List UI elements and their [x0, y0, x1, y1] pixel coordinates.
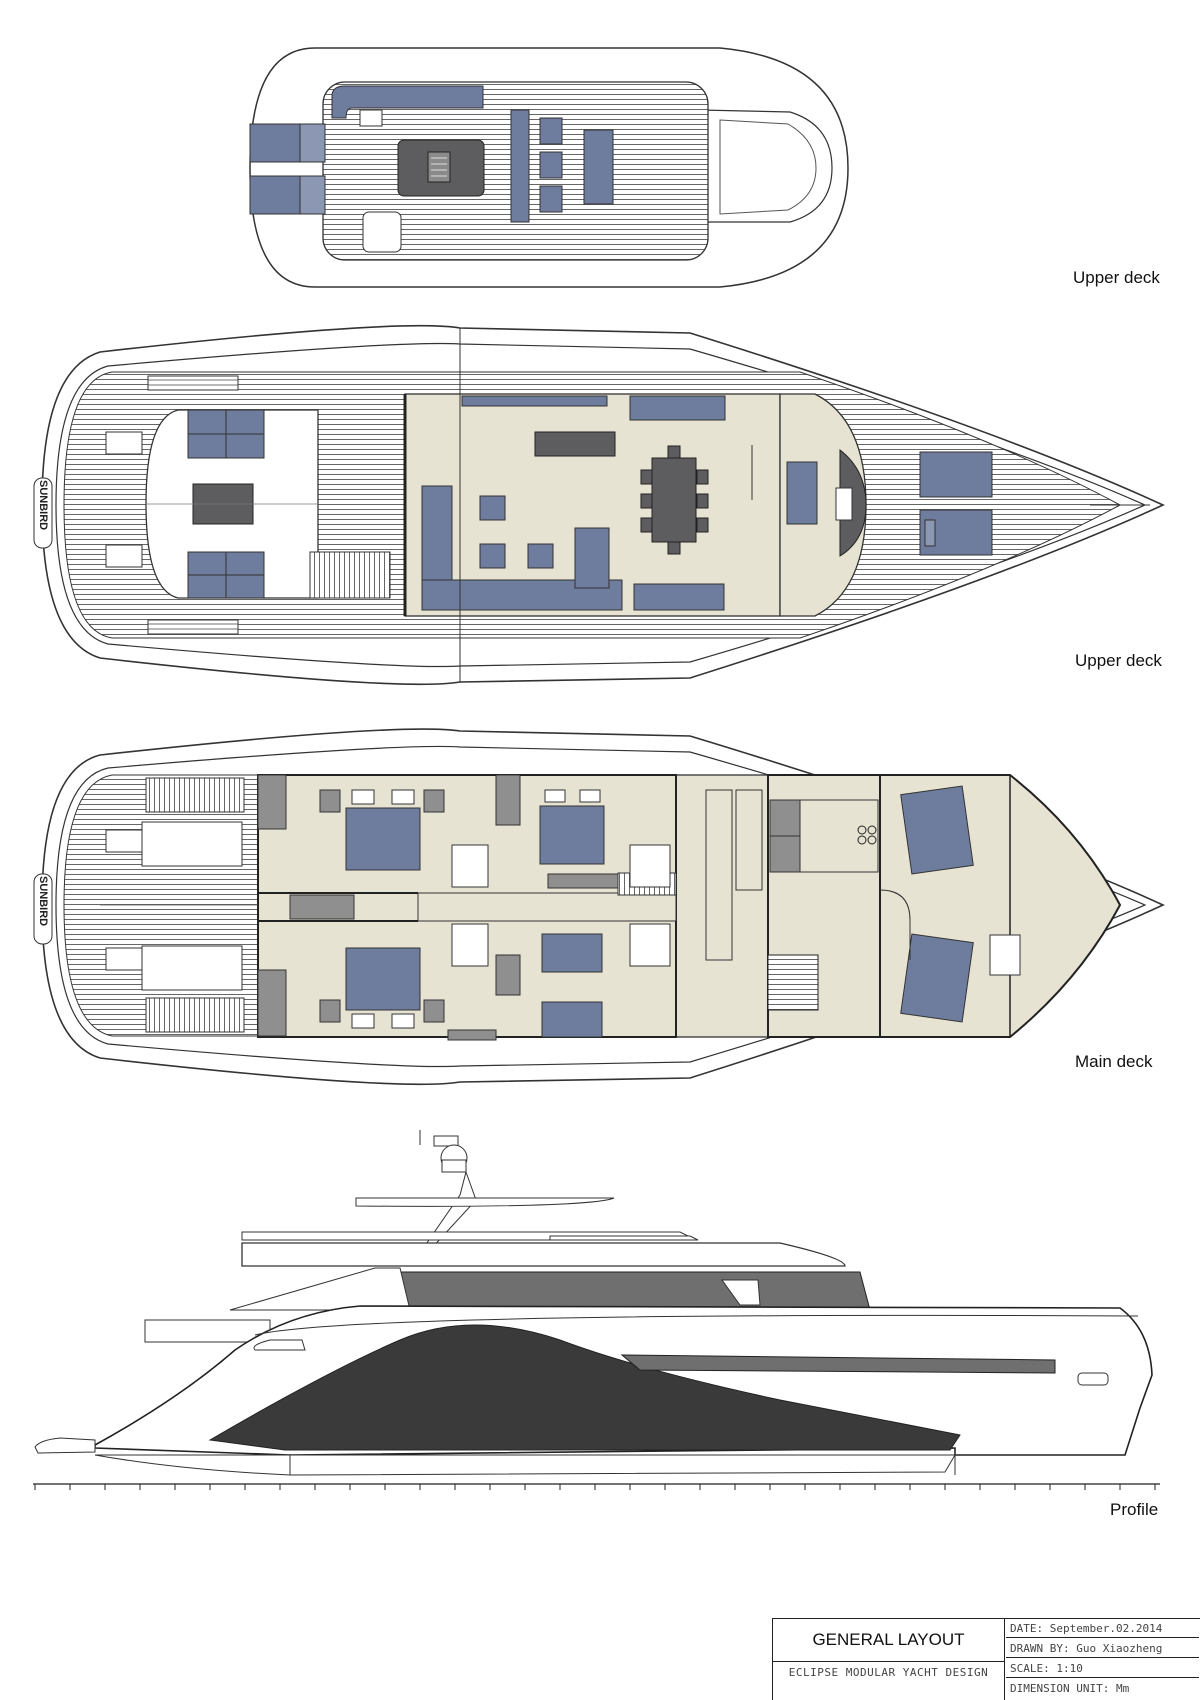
profile-elevation — [33, 1130, 1160, 1490]
crew-galley-area — [675, 774, 769, 1038]
drawn-by-field: DRAWN BY: Guo Xiaozheng — [1006, 1639, 1199, 1658]
project-name: ECLIPSE MODULAR YACHT DESIGN — [788, 1666, 989, 1679]
upper-deck-full-plan: SUNBIRD — [33, 324, 1165, 686]
hull-name-main: SUNBIRD — [37, 876, 49, 926]
main-deck-label: Main deck — [1075, 1052, 1153, 1071]
aft-swim-deck — [63, 774, 259, 1037]
radar-mast — [419, 1130, 477, 1251]
upper-deck-small-plan — [249, 47, 849, 288]
profile-label: Profile — [1110, 1500, 1159, 1519]
radar-arch — [355, 1197, 615, 1207]
upper-deck-bow-cowl — [699, 109, 833, 223]
title-block: GENERAL LAYOUT ECLIPSE MODULAR YACHT DES… — [772, 1618, 1200, 1700]
title-block-left: GENERAL LAYOUT ECLIPSE MODULAR YACHT DES… — [773, 1619, 1005, 1700]
upper-deck-label-top: Upper deck — [1073, 268, 1160, 287]
hull-side-window — [620, 1354, 1056, 1374]
hull-dark-swoosh — [208, 1324, 961, 1451]
upper-deck-label: Upper deck — [1075, 651, 1162, 670]
drawing-title: GENERAL LAYOUT — [773, 1619, 1004, 1662]
scale-field: SCALE: 1:10 — [1006, 1659, 1199, 1678]
main-deck-plan: SUNBIRD — [33, 728, 1165, 1086]
superstructure-roof — [241, 1242, 846, 1267]
superstructure-windows — [379, 1271, 871, 1311]
dimension-unit-field: DIMENSION UNIT: Mm — [1010, 1682, 1130, 1695]
hull-name-upper: SUNBIRD — [37, 480, 49, 530]
date-field: DATE: September.02.2014 — [1006, 1619, 1199, 1638]
